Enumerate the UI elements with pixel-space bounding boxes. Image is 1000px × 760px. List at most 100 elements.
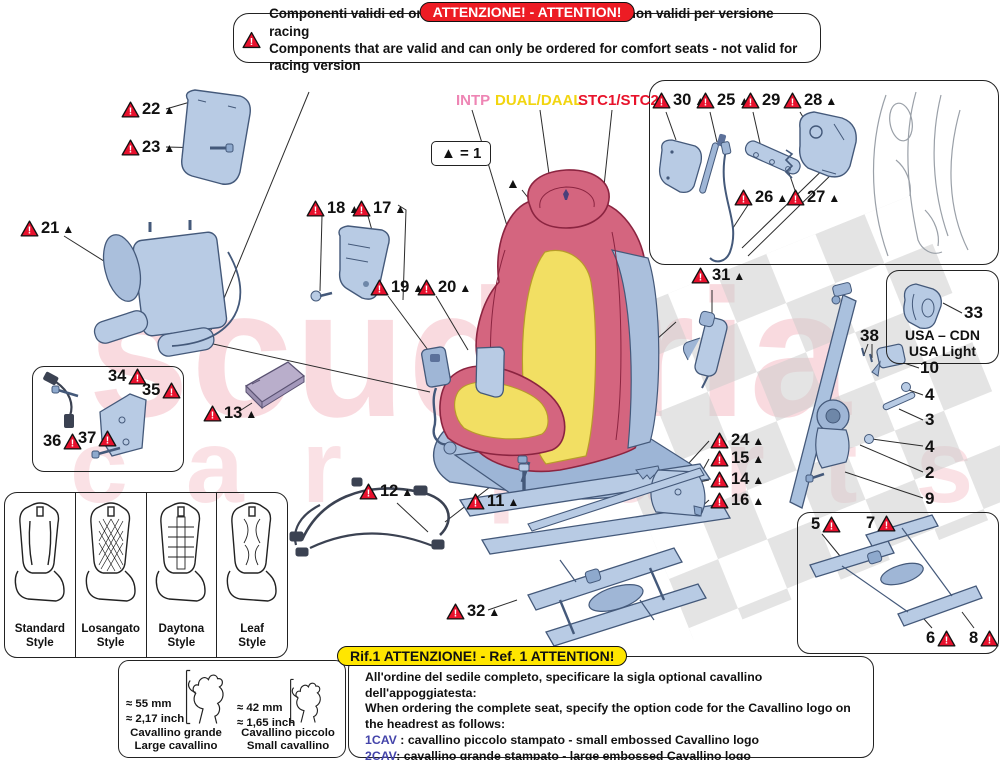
warning-triangle-icon: ! (652, 92, 671, 109)
qty-triangle: ▲ (163, 140, 176, 155)
legend-dual-daal: DUAL/DAAL (495, 92, 583, 109)
qty-triangle: ▲ (401, 484, 414, 499)
part-callout-29: !29▲ (741, 91, 795, 110)
part-number: 25 (717, 91, 736, 109)
part-callout-13: !13▲ (203, 404, 257, 423)
seat-rails-drawing (458, 455, 732, 555)
part-callout-7: 7! (866, 514, 896, 533)
warning-triangle-icon: ! (121, 139, 140, 156)
part-number: 24 (731, 431, 750, 449)
qty-triangle: ▲ (245, 406, 258, 421)
svg-text:!: ! (106, 436, 109, 447)
large-cavallino-size: ≈ 55 mm≈ 2,17 inch (126, 698, 185, 725)
warning-triangle-icon: ! (783, 92, 802, 109)
warning-triangle-icon: ! (128, 368, 147, 385)
warning-triangle-icon: ! (370, 279, 389, 296)
warning-triangle-icon: ! (710, 471, 729, 488)
part-callout-33: 33 (964, 303, 983, 323)
main-seat-drawing (432, 169, 702, 501)
qty-triangle: ▲ (507, 494, 520, 509)
spring-27-drawing (784, 149, 794, 179)
part-number: 22 (142, 100, 161, 118)
part-number: 8 (969, 629, 979, 647)
qty-triangle: ▲ (828, 190, 841, 205)
qty-triangle: ▲ (348, 201, 361, 216)
part-callout-8: 8! (969, 629, 999, 648)
losangato-seat-icon (85, 502, 136, 602)
svg-text:!: ! (794, 195, 797, 206)
attention-text-english: Components that are valid and can only b… (269, 41, 798, 74)
part-callout-36: 36! (43, 432, 82, 451)
warning-triangle-icon: ! (691, 267, 710, 284)
svg-text:!: ! (474, 499, 477, 510)
seatbelt-drawing (789, 282, 857, 509)
svg-text:!: ! (699, 273, 702, 284)
part-callout-18: !18▲ (306, 199, 360, 218)
part-number: 14 (731, 470, 750, 488)
backrest-panel-22-drawing (181, 89, 251, 185)
part-number: 36 (43, 432, 62, 450)
svg-text:!: ! (454, 609, 457, 620)
part-callout-11: ! 11▲ (466, 492, 519, 511)
daytona-seat-icon (156, 502, 207, 602)
part-callout-37: 37! (78, 429, 117, 448)
svg-text:!: ! (830, 522, 833, 533)
standard-seat-icon (14, 502, 65, 602)
part-number: 19 (391, 278, 410, 296)
part-number: 34 (108, 367, 127, 385)
part-callout-20: !20▲ (417, 278, 471, 297)
qty-triangle: ▲ (752, 433, 765, 448)
rod-25-drawing (699, 133, 727, 194)
part-callout-26: !26▲ (734, 188, 788, 207)
usa-headrest-33-drawing (903, 283, 942, 330)
rails-parts-box (797, 512, 999, 654)
part-number: 16 (731, 491, 750, 509)
part-callout-10: 10 (920, 358, 939, 378)
screw-23-drawing (210, 143, 234, 153)
svg-text:!: ! (360, 206, 363, 217)
rails-5678-drawing (809, 514, 983, 627)
qty-triangle: ▲ (825, 93, 838, 108)
bolt-drawing (518, 463, 530, 490)
part-callout-9: 9 (925, 489, 934, 509)
warning-triangle-icon: ! (710, 450, 729, 467)
part-number: 17 (373, 199, 392, 217)
small-cavallino-size: ≈ 42 mm≈ 1,65 inch (237, 702, 296, 729)
part-callout-6: 6! (926, 629, 956, 648)
svg-text:!: ! (250, 37, 254, 48)
qty-triangle: ▲ (488, 604, 501, 619)
headrest-parts-box (649, 80, 999, 265)
part-callout-5: 5! (811, 515, 841, 534)
qty-triangle: ▲ (163, 102, 176, 117)
part-callout-15: !15▲ (710, 449, 764, 468)
cavallino-option-note-box: Rif.1 ATTENZIONE! - Ref. 1 ATTENTION! Al… (337, 646, 874, 760)
part-number: 4 (925, 385, 935, 404)
part-callout-35: 35! (142, 381, 181, 400)
part-number: 6 (926, 629, 936, 647)
qty-triangle: ▲ (62, 221, 75, 236)
svg-text:!: ! (378, 285, 381, 296)
part-number: 5 (811, 515, 821, 533)
part-callout-12: !12▲ (359, 482, 413, 501)
warning-triangle-icon: ! (121, 101, 140, 118)
part-number: 35 (142, 381, 161, 399)
part-number: 38 (860, 326, 879, 345)
svg-text:!: ! (742, 195, 745, 206)
warning-triangle-icon: ! (242, 31, 261, 48)
part-callout-32: !32▲ (446, 602, 500, 621)
leaf-seat-icon (226, 502, 277, 602)
part-number: 31 (712, 266, 731, 284)
part-number: 11 (487, 492, 505, 510)
part-callout-21: !21▲ (20, 219, 74, 238)
part-callout-14: !14▲ (710, 470, 764, 489)
part-number: 7 (866, 514, 876, 532)
svg-text:!: ! (314, 206, 317, 217)
part-callout-34: 34! (108, 367, 147, 386)
qty-triangle: ▲ (733, 268, 746, 283)
option-code-line: 2CAV: cavallino grande stampato - large … (365, 748, 751, 760)
